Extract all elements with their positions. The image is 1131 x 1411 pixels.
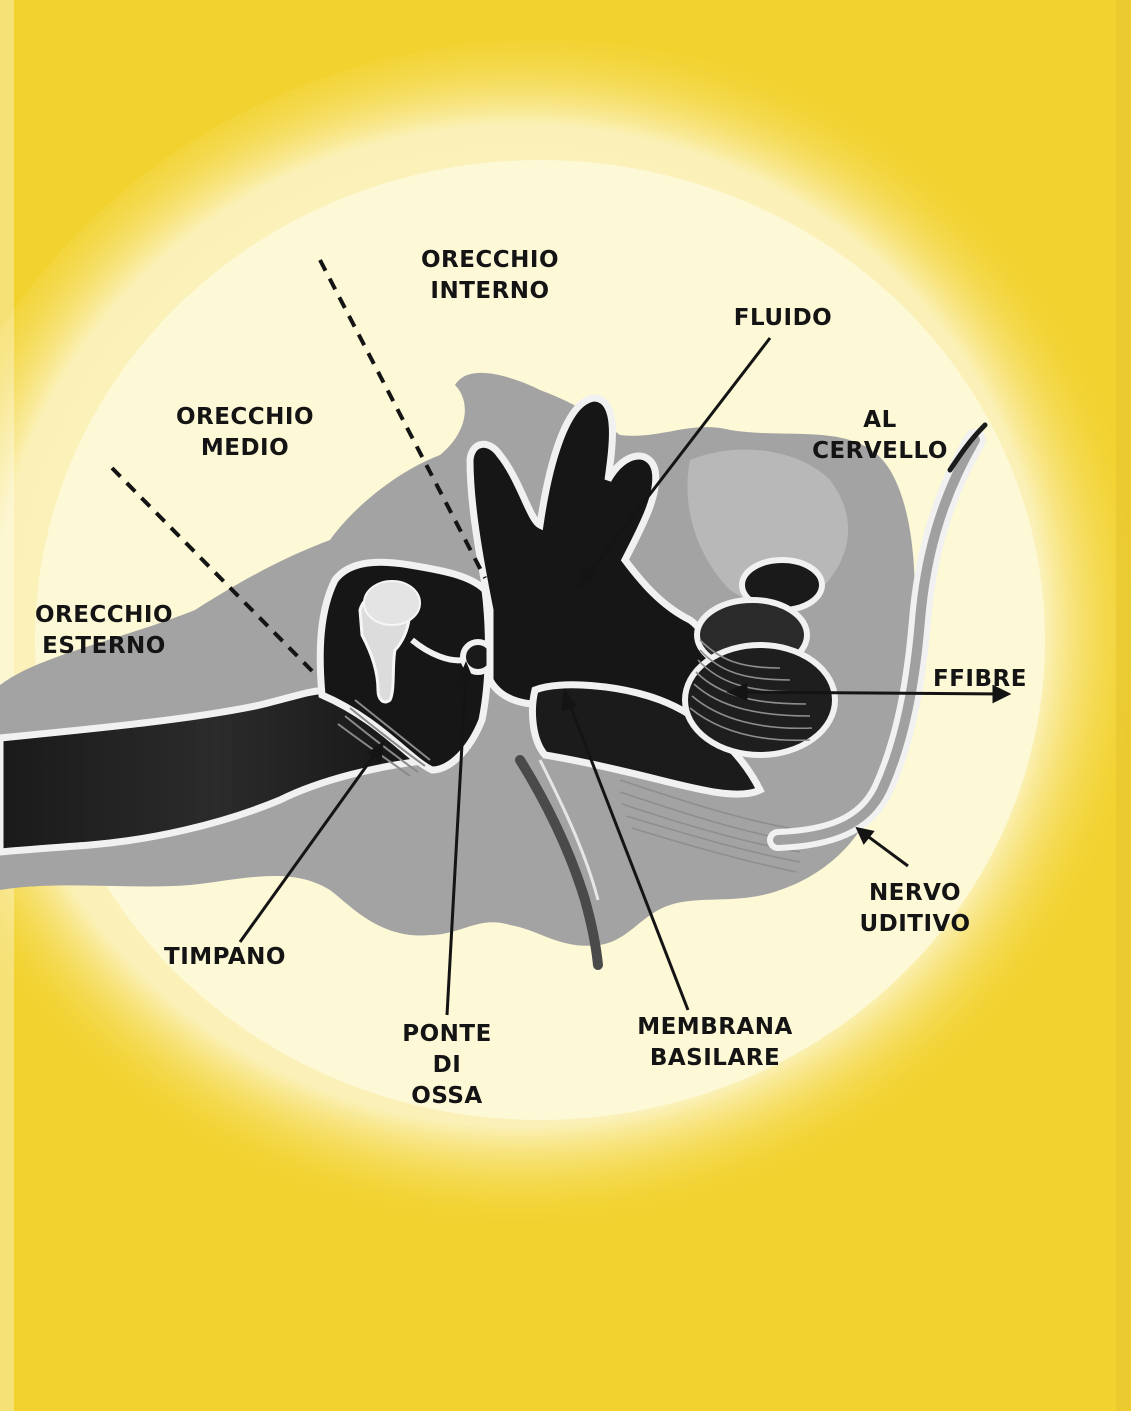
label-fibre: FFIBRE bbox=[933, 664, 1043, 695]
label-orecchio-medio: ORECCHIO MEDIO bbox=[150, 402, 340, 464]
label-al-cervello: AL CERVELLO bbox=[800, 405, 960, 467]
label-membrana-basilare: MEMBRANA BASILARE bbox=[625, 1012, 805, 1074]
label-orecchio-esterno: ORECCHIO ESTERNO bbox=[14, 600, 194, 662]
label-fluido: FLUIDO bbox=[718, 303, 848, 334]
label-ponte-di-ossa: PONTE DI OSSA bbox=[392, 1019, 502, 1112]
ossicles-anvil bbox=[364, 581, 420, 625]
cochlea-coil-low bbox=[685, 645, 835, 755]
label-nervo-uditivo: NERVO UDITIVO bbox=[845, 878, 985, 940]
page-fold bbox=[1116, 0, 1131, 1411]
label-orecchio-interno: ORECCHIO INTERNO bbox=[395, 245, 585, 307]
label-timpano: TIMPANO bbox=[150, 942, 300, 973]
